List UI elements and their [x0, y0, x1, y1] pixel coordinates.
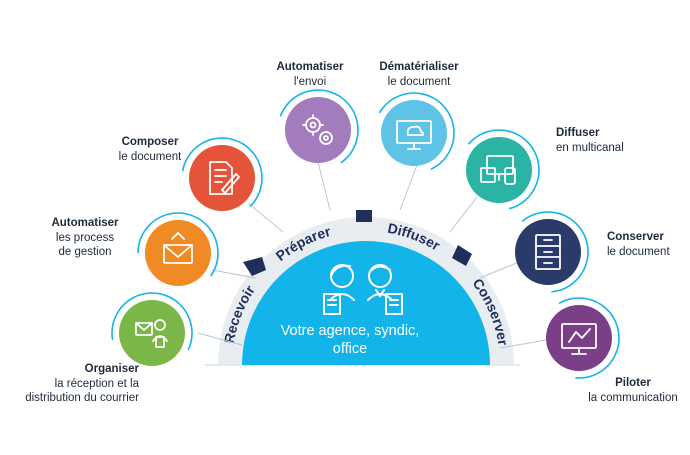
node-circle — [546, 305, 612, 371]
node-ring — [111, 292, 193, 374]
node-organiser — [111, 292, 193, 374]
node-composer — [181, 137, 263, 219]
gears-icon — [302, 114, 333, 145]
node-circle — [145, 220, 211, 286]
node-ring — [507, 211, 589, 293]
node-conserver — [507, 211, 589, 293]
envelope-icon — [163, 232, 193, 264]
devices-icon — [480, 155, 516, 185]
central-dome — [242, 241, 490, 365]
label-organiser: Organiser la réception et la distributio… — [25, 363, 139, 404]
node-circle — [189, 145, 255, 211]
cloud-monitor-icon — [396, 120, 432, 150]
node-ring — [373, 92, 455, 174]
process-band — [218, 217, 514, 365]
node-ring — [538, 297, 620, 379]
label-automatiser-process: Automatiser les process de gestion — [51, 217, 119, 258]
label-automatiser-envoi: Automatiser l'envoi — [276, 61, 344, 88]
node-diffuser — [458, 129, 540, 211]
label-conserver: Conserver le document — [607, 231, 670, 258]
band-separators — [243, 210, 472, 276]
node-automatiser-process — [137, 212, 219, 294]
label-piloter: Piloter la communication — [588, 377, 678, 404]
node-ring — [137, 212, 219, 294]
connectors — [197, 161, 547, 349]
node-ring — [277, 89, 359, 171]
node-automatiser-envoi — [277, 89, 359, 171]
node-circle — [466, 137, 532, 203]
center-title: Votre agence, syndic, office — [275, 322, 425, 358]
mail-scanner-icon — [135, 319, 168, 348]
label-composer: Composer le document — [118, 136, 182, 163]
document-pen-icon — [209, 161, 240, 195]
label-diffuser: Diffuser en multicanal — [556, 127, 624, 154]
node-dematerialiser — [373, 92, 455, 174]
label-dematerialiser: Dématérialiser le document — [379, 61, 459, 88]
center-title-line2: office — [332, 341, 368, 357]
node-ring — [458, 129, 540, 211]
node-circle — [381, 100, 447, 166]
chart-board-icon — [561, 323, 597, 355]
people-icon — [323, 264, 403, 315]
node-ring — [181, 137, 263, 219]
cabinet-icon — [535, 234, 561, 270]
node-piloter — [538, 297, 620, 379]
center-title-line1: Votre agence, syndic, — [280, 323, 420, 339]
